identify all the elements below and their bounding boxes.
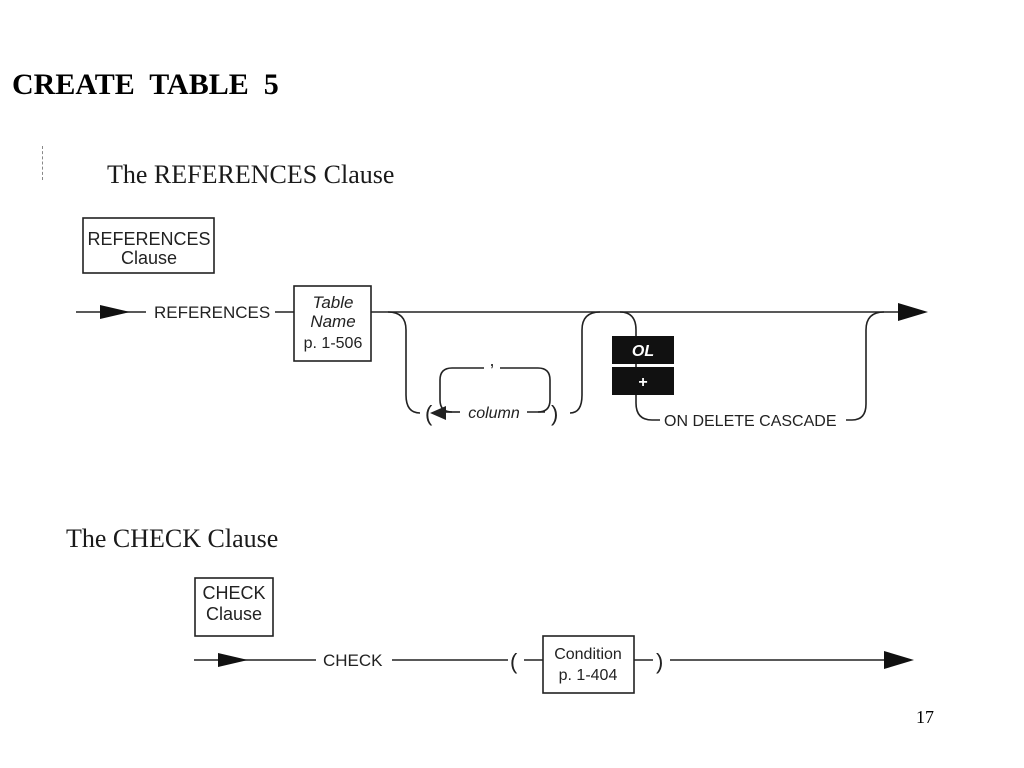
cascade-branch-up [846, 311, 885, 421]
condition-line1: Condition [554, 646, 622, 663]
check-heading: The CHECK Clause [66, 524, 279, 553]
plus-badge-label: + [638, 374, 647, 391]
column-separator-comma: , [489, 350, 494, 370]
slide-title: CREATE TABLE 5 [12, 68, 279, 101]
table-box-line2: Name [310, 312, 355, 331]
check-label-line2: Clause [206, 604, 262, 624]
check-start-arrow-icon [218, 653, 248, 667]
column-label: column [468, 405, 520, 422]
page-number: 17 [916, 707, 934, 727]
check-end-arrow-icon [884, 651, 914, 669]
references-diagram [76, 217, 900, 421]
check-label-box [194, 577, 274, 637]
check-diagram [194, 577, 886, 694]
condition-line2: p. 1-404 [559, 667, 618, 684]
ol-badge [612, 336, 674, 364]
references-label-line1: REFERENCES [87, 229, 210, 249]
check-label-line1: CHECK [202, 583, 265, 603]
table-box-line1: Table [313, 293, 354, 312]
references-start-arrow-icon [100, 305, 130, 319]
check-keyword: CHECK [323, 651, 383, 670]
table-name-box [293, 285, 372, 362]
column-branch-up [569, 311, 601, 414]
column-close-paren: ) [551, 401, 558, 426]
column-loop-arrow-icon [430, 406, 446, 420]
cascade-branch-down [619, 311, 660, 421]
plus-badge [612, 367, 674, 395]
on-delete-cascade-label: ON DELETE CASCADE [664, 413, 836, 430]
check-close-paren: ) [656, 649, 663, 674]
column-branch-down [387, 311, 421, 414]
column-loop-right [500, 367, 551, 413]
references-keyword: REFERENCES [154, 303, 270, 322]
column-open-paren: ( [425, 401, 433, 426]
ol-badge-label: OL [632, 343, 654, 360]
table-box-line3: p. 1-506 [304, 335, 363, 352]
references-end-arrow-icon [898, 303, 928, 321]
references-label-box [82, 217, 215, 274]
references-label-line2: Clause [121, 248, 177, 268]
margin-mark [42, 146, 44, 180]
check-open-paren: ( [510, 649, 518, 674]
condition-box [542, 635, 635, 694]
references-heading: The REFERENCES Clause [107, 160, 395, 189]
